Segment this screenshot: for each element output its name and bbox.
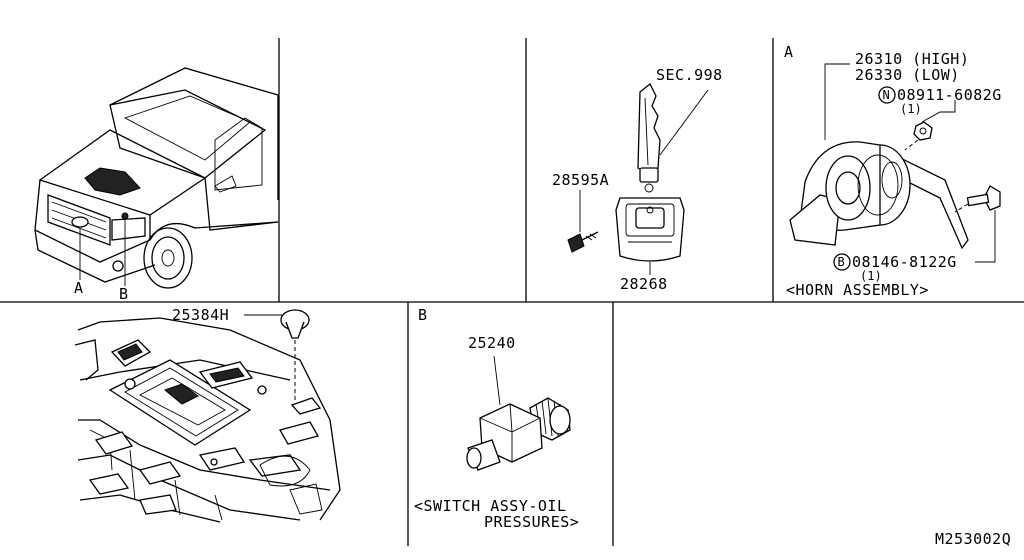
switch-caption-line1: <SWITCH ASSY-OIL — [414, 497, 567, 515]
panel-dividers — [0, 38, 1024, 546]
nut-marker — [878, 86, 896, 104]
bolt-quantity: (1) — [860, 269, 882, 283]
part-26310-high: 26310 (HIGH) — [855, 50, 969, 68]
bolt-symbol: B — [838, 255, 845, 269]
engine-bay-illustration — [74, 309, 341, 523]
nut-symbol: N — [883, 88, 890, 102]
section-a-label: A — [784, 43, 794, 61]
part-25240: 25240 — [468, 334, 516, 352]
nut-quantity: (1) — [900, 102, 922, 116]
horn-assembly-caption: <HORN ASSEMBLY> — [786, 281, 929, 299]
part-sec-998: SEC.998 — [656, 66, 723, 84]
part-08911-6082g: 08911-6082G — [897, 86, 1002, 104]
truck-illustration — [34, 67, 279, 289]
section-b-label: B — [418, 306, 428, 324]
part-28595a: 28595A — [552, 171, 609, 189]
part-08146-8122g: 08146-8122G — [852, 253, 957, 271]
part-28268: 28268 — [620, 275, 668, 293]
diagram-code: M253002Q — [935, 530, 1011, 548]
bolt-marker — [833, 253, 851, 271]
callout-b: B — [119, 285, 129, 303]
part-26330-low: 26330 (LOW) — [855, 66, 960, 84]
key-illustration — [567, 82, 709, 275]
callout-a: A — [74, 279, 84, 297]
part-25384h: 25384H — [172, 306, 229, 324]
oil-switch-illustration — [466, 355, 571, 471]
switch-caption-line2: PRESSURES> — [484, 513, 579, 531]
horn-illustration — [789, 63, 1001, 263]
